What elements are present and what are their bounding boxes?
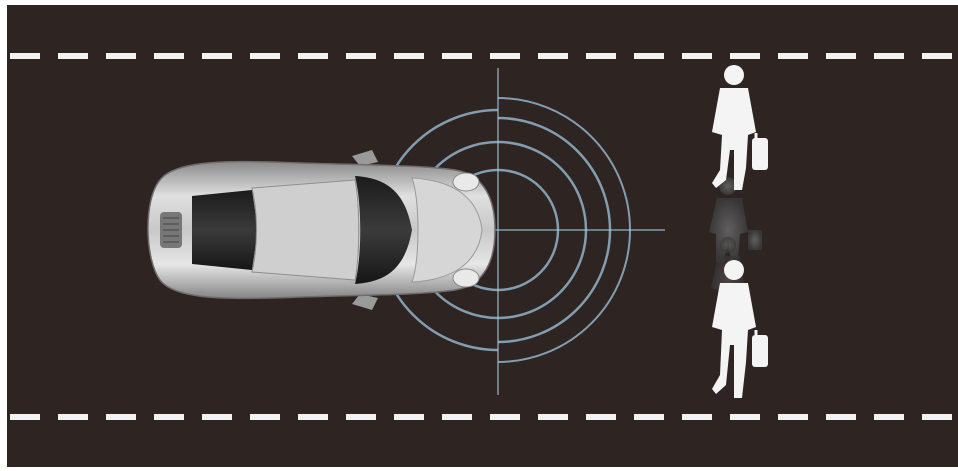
car-top-view-icon [148, 150, 495, 310]
